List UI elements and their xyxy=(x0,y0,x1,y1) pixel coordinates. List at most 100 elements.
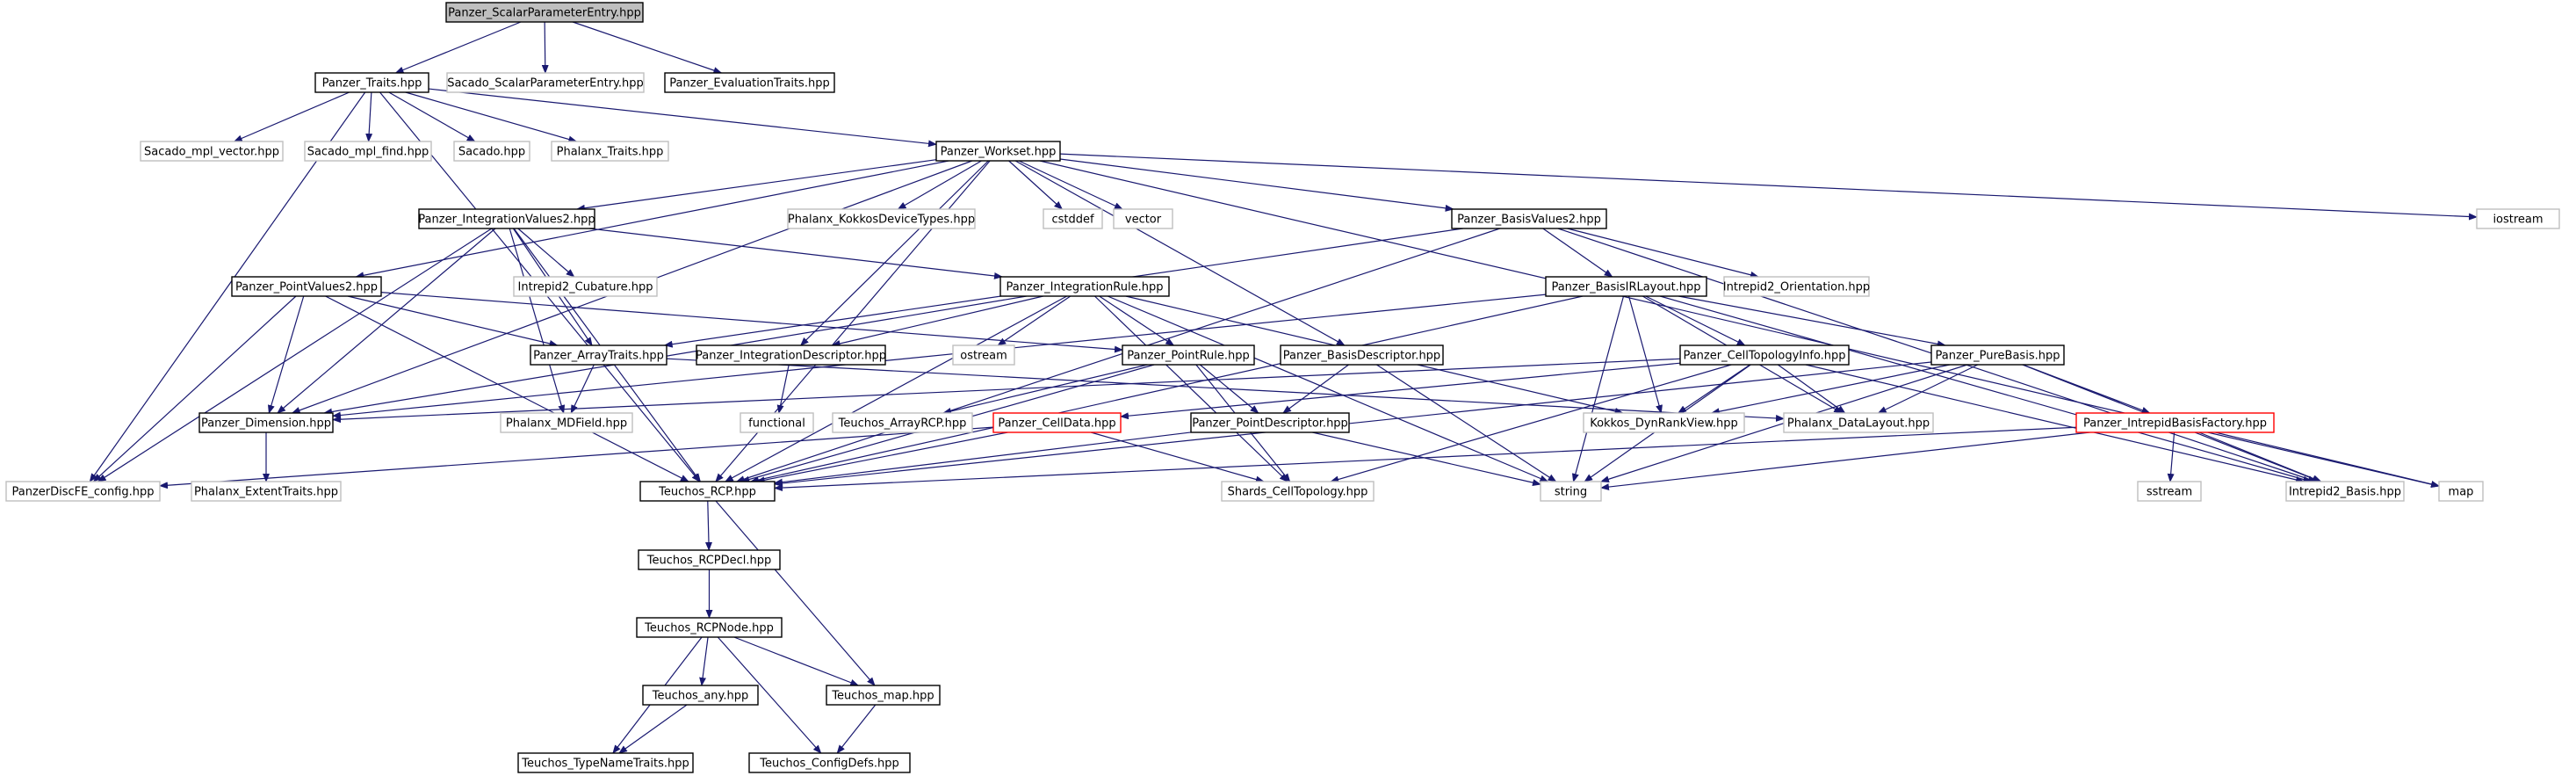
edge-intvalues2-to-discfe_config xyxy=(97,228,493,482)
node-label: Teuchos_TypeNameTraits.hpp xyxy=(521,758,689,771)
node-traits[interactable]: Panzer_Traits.hpp xyxy=(314,72,429,93)
edge-basisirlayout-to-dynrankview xyxy=(1627,295,1663,414)
node-pointvalues2[interactable]: Panzer_PointValues2.hpp xyxy=(231,276,382,297)
node-evaltraits[interactable]: Panzer_EvaluationTraits.hpp xyxy=(664,72,835,93)
node-rcpnode[interactable]: Teuchos_RCPNode.hpp xyxy=(636,617,783,638)
node-intrule[interactable]: Panzer_IntegrationRule.hpp xyxy=(999,276,1170,297)
node-label: Panzer_Dimension.hpp xyxy=(201,417,331,431)
node-box xyxy=(636,617,783,638)
edge-intrule-to-pointrule xyxy=(1099,295,1175,346)
node-box xyxy=(952,344,1015,366)
node-pointrule[interactable]: Panzer_PointRule.hpp xyxy=(1122,344,1255,366)
node-rcpdecl[interactable]: Teuchos_RCPDecl.hpp xyxy=(638,549,781,570)
node-celltopinfo[interactable]: Panzer_CellTopologyInfo.hpp xyxy=(1679,344,1850,366)
edge-workset-to-cstddef xyxy=(1008,160,1064,210)
node-box xyxy=(304,141,432,162)
node-intdescriptor[interactable]: Panzer_IntegrationDescriptor.hpp xyxy=(696,344,886,366)
edge-intdescriptor-to-functional xyxy=(776,364,790,414)
node-dimension[interactable]: Panzer_Dimension.hpp xyxy=(198,412,334,433)
node-kokkos-dev: Phalanx_KokkosDeviceTypes.hpp xyxy=(787,208,976,229)
edge-intvalues2-to-cubature xyxy=(517,228,575,278)
edge-rcpnode-to-teuchos_map xyxy=(733,636,860,686)
edge-celltopinfo-to-dimension xyxy=(332,358,1681,424)
node-basisirlayout[interactable]: Panzer_BasisIRLayout.hpp xyxy=(1545,276,1707,297)
edge-basisirlayout-to-dimension xyxy=(332,294,1547,419)
edge-arraytraits-to-datalayout xyxy=(666,358,1785,422)
node-workset[interactable]: Panzer_Workset.hpp xyxy=(935,141,1061,162)
node-map: map xyxy=(2438,481,2484,502)
edge-workset-to-intvalues2 xyxy=(575,159,937,212)
node-label: Phalanx_MDField.hpp xyxy=(506,417,627,431)
edge-root-to-traits xyxy=(394,21,522,74)
node-box xyxy=(231,276,382,297)
node-label: Phalanx_DataLayout.hpp xyxy=(1787,417,1930,431)
node-typenametraits[interactable]: Teuchos_TypeNameTraits.hpp xyxy=(517,752,694,773)
node-vector: vector xyxy=(1113,208,1173,229)
node-box xyxy=(832,412,973,433)
node-purebasis[interactable]: Panzer_PureBasis.hpp xyxy=(1930,344,2065,366)
edge-celldata-to-teuchos_rcp xyxy=(755,431,1008,484)
node-box xyxy=(1783,412,1934,433)
edge-pointvalues2-to-pointrule xyxy=(380,292,1123,353)
node-basisvalues2[interactable]: Panzer_BasisValues2.hpp xyxy=(1451,208,1607,229)
node-sacado-spe: Sacado_ScalarParameterEntry.hpp xyxy=(446,72,645,93)
node-intvalues2[interactable]: Panzer_IntegrationValues2.hpp xyxy=(418,208,595,229)
edge-celltopinfo-to-datalayout xyxy=(1777,364,1846,414)
edge-traits-to-mpl_find xyxy=(365,91,373,142)
edge-traits-to-workset xyxy=(428,88,937,148)
node-teuchos-rcp[interactable]: Teuchos_RCP.hpp xyxy=(639,481,776,502)
edge-basisdescriptor-to-string xyxy=(1376,364,1557,482)
edge-basisvalues2-to-teuchos_rcp xyxy=(735,228,1500,482)
edge-teuchos_rcp-to-rcpdecl xyxy=(704,500,712,551)
node-basisdescriptor[interactable]: Panzer_BasisDescriptor.hpp xyxy=(1280,344,1444,366)
edge-pointvalues2-to-dimension xyxy=(267,295,305,414)
edge-celltopinfo-to-shards xyxy=(1330,364,1732,483)
edge-celldata-to-shards xyxy=(1090,431,1265,483)
node-root[interactable]: Panzer_ScalarParameterEntry.hpp xyxy=(445,2,644,23)
edge-celltopinfo-to-dynrankview xyxy=(1678,364,1750,414)
node-teuchos-arrayrcp: Teuchos_ArrayRCP.hpp xyxy=(832,412,973,433)
edge-workset-to-basisdescriptor xyxy=(1014,160,1346,346)
node-sacado: Sacado.hpp xyxy=(453,141,530,162)
node-arraytraits[interactable]: Panzer_ArrayTraits.hpp xyxy=(530,344,667,366)
edge-pointvalues2-to-teuchos_rcp xyxy=(325,295,689,482)
edge-basisvalues2-to-orientation xyxy=(1567,228,1759,279)
node-box xyxy=(1679,344,1850,366)
node-label: Intrepid2_Cubature.hpp xyxy=(518,281,653,294)
node-label: Panzer_PointRule.hpp xyxy=(1127,350,1250,363)
node-box xyxy=(453,141,530,162)
node-string: string xyxy=(1540,481,1602,502)
edge-intrule-to-string xyxy=(1107,295,1549,482)
node-box xyxy=(551,141,669,162)
node-label: Shards_CellTopology.hpp xyxy=(1228,486,1368,499)
edge-intvalues2-to-dimension xyxy=(277,228,496,414)
edge-workset-to-kokkos_dev xyxy=(897,160,982,210)
node-label: Teuchos_RCPDecl.hpp xyxy=(646,555,772,568)
node-mdfield: Phalanx_MDField.hpp xyxy=(500,412,633,433)
edge-workset-to-pointvalues2 xyxy=(355,160,949,279)
node-cstddef: cstddef xyxy=(1043,208,1103,229)
node-box xyxy=(664,72,835,93)
node-label: Intrepid2_Orientation.hpp xyxy=(1723,281,1870,294)
edge-basisirlayout-to-celltopinfo xyxy=(1645,295,1746,346)
node-box xyxy=(140,141,284,162)
node-configdefs[interactable]: Teuchos_ConfigDefs.hpp xyxy=(748,752,911,773)
edge-workset-to-vector xyxy=(1018,160,1123,210)
node-celldata[interactable]: Panzer_CellData.hpp xyxy=(992,412,1122,433)
node-teuchos-map[interactable]: Teuchos_map.hpp xyxy=(826,685,941,706)
node-teuchos-any[interactable]: Teuchos_any.hpp xyxy=(642,685,759,706)
node-pointdescriptor[interactable]: Panzer_PointDescriptor.hpp xyxy=(1190,412,1350,433)
node-box xyxy=(1280,344,1444,366)
node-label: iostream xyxy=(2493,214,2543,227)
node-box xyxy=(517,752,694,773)
node-label: Panzer_BasisIRLayout.hpp xyxy=(1551,281,1700,294)
node-box xyxy=(198,412,334,433)
node-label: PanzerDiscFE_config.hpp xyxy=(11,486,154,499)
edge-pointdescriptor-to-teuchos_rcp xyxy=(774,431,1192,486)
edge-basisvalues2-to-basisirlayout xyxy=(1542,228,1613,278)
edge-intvalues2-to-mdfield xyxy=(509,228,566,414)
node-intrepidbasisfactory[interactable]: Panzer_IntrepidBasisFactory.hpp xyxy=(2075,412,2275,433)
node-label: Phalanx_ExtentTraits.hpp xyxy=(194,486,338,499)
node-box xyxy=(1583,412,1745,433)
